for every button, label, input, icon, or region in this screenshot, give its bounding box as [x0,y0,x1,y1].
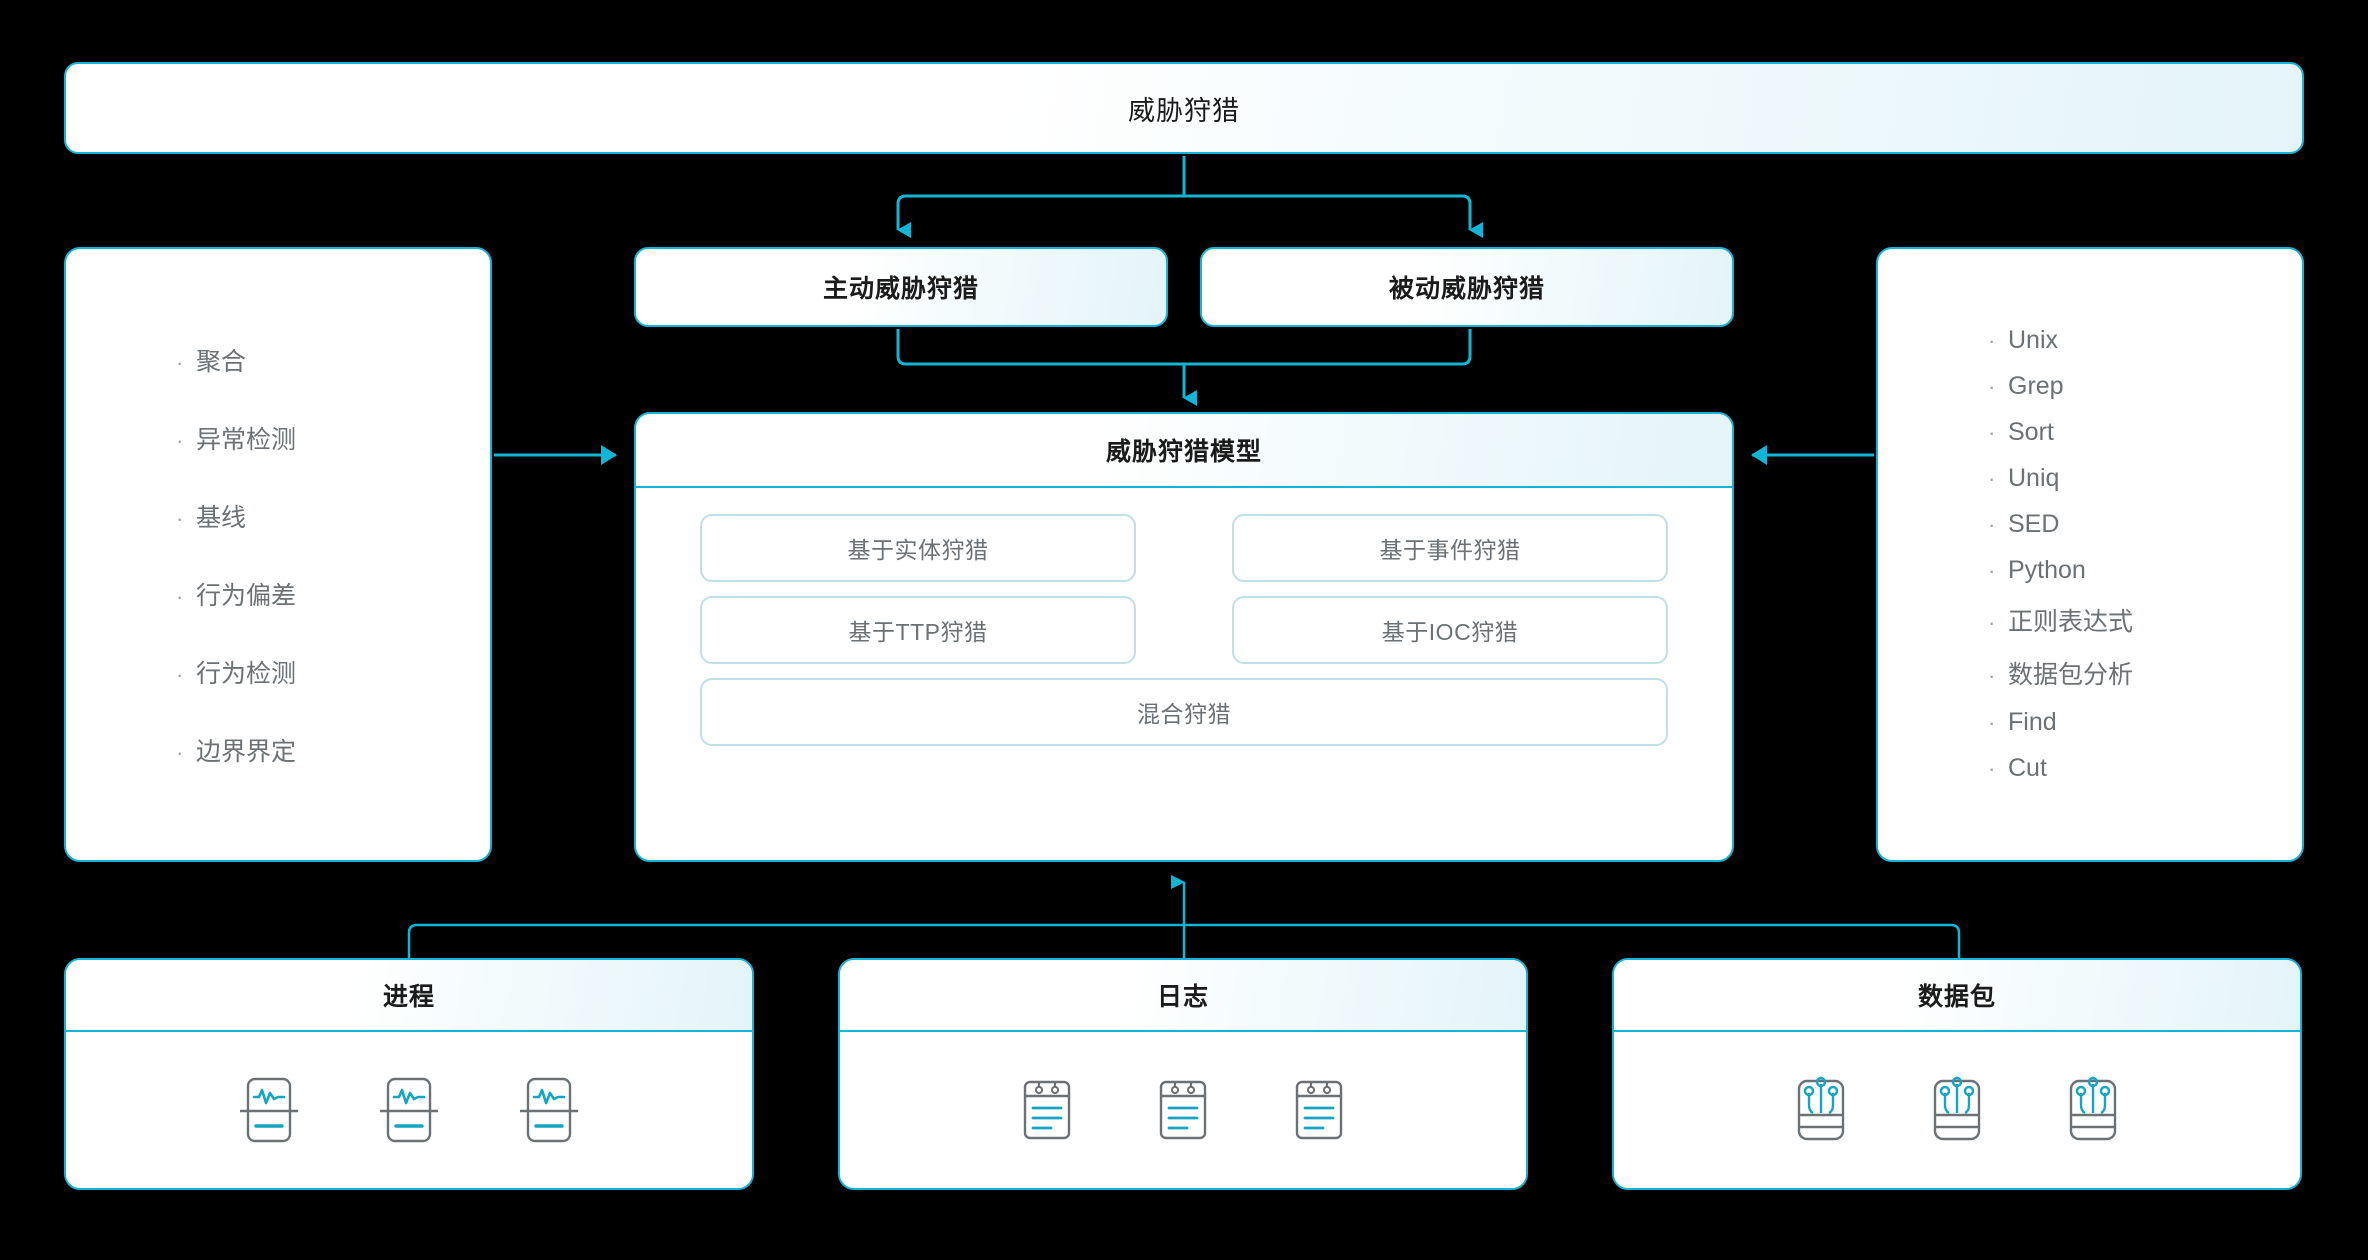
log-notepad-icon [1154,1074,1212,1146]
list-item[interactable]: · Cut [1988,754,2302,783]
connector-root-split [896,156,1483,238]
connector-sources-merge [407,875,1961,958]
model-header: 威胁狩猎模型 [636,414,1732,488]
list-item[interactable]: · 正则表达式 [1988,602,2302,638]
model-cell-hybrid[interactable]: 混合狩猎 [700,678,1668,746]
list-item[interactable]: · 基线 [176,498,490,534]
list-item[interactable]: · 行为检测 [176,654,490,690]
source-icon-row [840,1032,1526,1188]
model-cell-label: 基于事件狩猎 [1379,537,1521,563]
log-notepad-icon [1290,1074,1348,1146]
bullet-icon: · [1988,710,1996,735]
source-title: 数据包 [1917,983,1996,1011]
list-item-label: Uniq [2008,464,2060,492]
bullet-icon: · [1988,663,1996,688]
bullet-icon: · [1988,512,1996,537]
model-cell-label: 基于IOC狩猎 [1381,619,1519,645]
list-item-label: 聚合 [196,347,247,376]
list-item-label: Sort [2008,418,2054,446]
source-header: 日志 [840,960,1526,1032]
list-item[interactable]: · 行为偏差 [176,576,490,612]
model-row: 混合狩猎 [700,678,1668,746]
right-tooling-panel: · Unix · Grep · Sort · Uniq · SED · Pyth… [1876,247,2304,862]
source-box-packet: 数据包 [1612,958,2302,1190]
source-header: 数据包 [1614,960,2300,1032]
list-item[interactable]: · 聚合 [176,342,490,378]
log-notepad-icon [1018,1074,1076,1146]
page-title: 威胁狩猎 [1128,95,1240,126]
source-title: 日志 [1156,983,1209,1011]
bullet-icon: · [176,427,184,453]
model-cell-ttp-based[interactable]: 基于TTP狩猎 [700,596,1136,664]
model-body: 基于实体狩猎 基于事件狩猎 基于TTP狩猎 基于IOC狩猎 混合狩猎 [636,488,1732,786]
process-monitor-icon [518,1071,580,1149]
network-packet-icon [1792,1073,1850,1147]
bullet-icon: · [1988,466,1996,491]
root-title-box: 威胁狩猎 [64,62,2304,154]
source-box-log: 日志 [838,958,1528,1190]
source-title: 进程 [382,983,435,1011]
left-technique-list: · 聚合 · 异常检测 · 基线 · 行为偏差 · 行为检测 · 边界界定 [66,249,490,860]
list-item[interactable]: · Sort [1988,418,2302,447]
node-active-threat-hunting[interactable]: 主动威胁狩猎 [634,247,1168,327]
network-packet-icon [1928,1073,1986,1147]
list-item-label: Cut [2008,754,2047,782]
model-cell-ioc-based[interactable]: 基于IOC狩猎 [1232,596,1668,664]
node-passive-threat-hunting[interactable]: 被动威胁狩猎 [1200,247,1734,327]
list-item[interactable]: · 数据包分析 [1988,655,2302,691]
bullet-icon: · [1988,558,1996,583]
bullet-icon: · [1988,756,1996,781]
list-item-label: 行为检测 [196,659,297,688]
list-item[interactable]: · Python [1988,556,2302,585]
source-icon-row [1614,1032,2300,1188]
list-item-label: SED [2008,510,2060,538]
list-item-label: 边界界定 [196,737,297,766]
list-item-label: Grep [2008,372,2064,400]
source-header: 进程 [66,960,752,1032]
list-item[interactable]: · Uniq [1988,464,2302,493]
left-technique-panel: · 聚合 · 异常检测 · 基线 · 行为偏差 · 行为检测 · 边界界定 [64,247,492,862]
bullet-icon: · [1988,610,1996,635]
list-item[interactable]: · Unix [1988,326,2302,355]
model-cell-label: 混合狩猎 [1137,701,1231,727]
source-box-process: 进程 [64,958,754,1190]
connector-level2-merge [896,329,1472,406]
list-item[interactable]: · Grep [1988,372,2302,401]
right-tooling-list: · Unix · Grep · Sort · Uniq · SED · Pyth… [1878,249,2302,860]
list-item-label: 异常检测 [196,425,297,454]
network-packet-icon [2064,1073,2122,1147]
threat-hunting-model-box: 威胁狩猎模型 基于实体狩猎 基于事件狩猎 基于TTP狩猎 基于IOC狩猎 [634,412,1734,862]
model-row: 基于TTP狩猎 基于IOC狩猎 [700,596,1668,664]
bullet-icon: · [176,583,184,609]
list-item[interactable]: · 边界界定 [176,732,490,768]
list-item[interactable]: · Find [1988,708,2302,737]
model-cell-label: 基于TTP狩猎 [848,619,988,645]
bullet-icon: · [176,505,184,531]
list-item[interactable]: · SED [1988,510,2302,539]
bullet-icon: · [176,739,184,765]
list-item-label: Unix [2008,326,2059,354]
node-label: 主动威胁狩猎 [822,275,979,303]
list-item-label: Find [2008,708,2057,736]
bullet-icon: · [176,661,184,687]
process-monitor-icon [238,1071,300,1149]
bullet-icon: · [1988,420,1996,445]
source-icon-row [66,1032,752,1188]
list-item-label: 数据包分析 [2008,661,2134,689]
list-item-label: 行为偏差 [196,581,297,610]
list-item[interactable]: · 异常检测 [176,420,490,456]
node-label: 被动威胁狩猎 [1388,275,1545,303]
model-cell-label: 基于实体狩猎 [847,537,989,563]
bullet-icon: · [176,349,184,375]
model-title: 威胁狩猎模型 [1105,438,1262,466]
process-monitor-icon [378,1071,440,1149]
list-item-label: 正则表达式 [2008,608,2134,636]
model-cell-event-based[interactable]: 基于事件狩猎 [1232,514,1668,582]
bullet-icon: · [1988,374,1996,399]
bullet-icon: · [1988,328,1996,353]
list-item-label: Python [2008,556,2086,584]
list-item-label: 基线 [196,503,247,532]
model-row: 基于实体狩猎 基于事件狩猎 [700,514,1668,582]
model-cell-entity-based[interactable]: 基于实体狩猎 [700,514,1136,582]
